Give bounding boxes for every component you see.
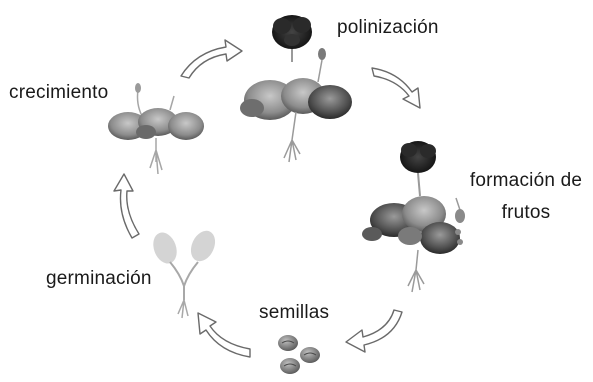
- fruit-formation-plant-illustration: [362, 141, 465, 292]
- label-germination: germinación: [46, 267, 152, 291]
- arrow-germination-to-growth: [114, 174, 139, 238]
- label-fruit-formation-line2: frutos: [468, 201, 584, 225]
- pollination-plant-illustration: [240, 15, 352, 162]
- pollination-flower: [272, 15, 312, 62]
- seeds-illustration: [278, 335, 320, 374]
- label-pollination: polinización: [337, 16, 439, 40]
- label-seeds: semillas: [259, 301, 329, 325]
- arrow-seeds-to-germination: [198, 313, 250, 357]
- fruit-formation-leaves: [362, 196, 460, 254]
- arrow-fruit-to-seeds: [346, 310, 402, 352]
- label-fruit-formation: formación de frutos: [468, 169, 584, 225]
- fruit-formation-flower: [400, 141, 436, 196]
- label-growth: crecimiento: [9, 81, 108, 105]
- growth-leaves: [108, 108, 204, 140]
- arrow-pollination-to-fruit: [372, 68, 420, 108]
- germination-seedling-illustration: [149, 227, 220, 318]
- arrow-growth-to-pollination: [181, 40, 242, 78]
- growth-plant-illustration: [108, 83, 204, 174]
- label-fruit-formation-line1: formación de: [468, 169, 584, 193]
